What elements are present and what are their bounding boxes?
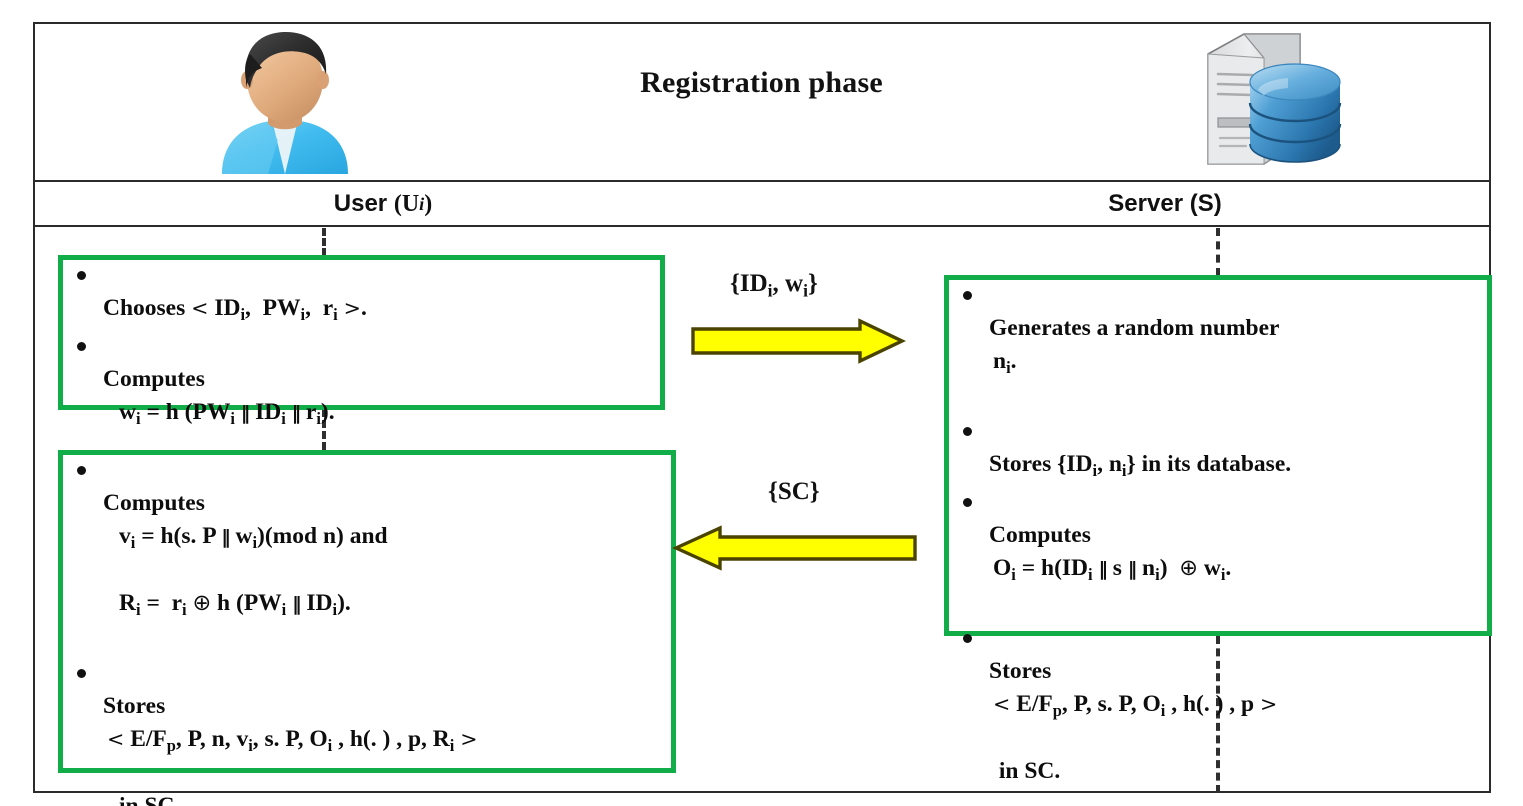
list-item: Computes wi = h (PWi ‖ IDi ‖ ri). xyxy=(63,331,660,463)
message-label-1: {IDi, wi} xyxy=(730,270,818,301)
server-lifeline-top xyxy=(1216,228,1220,276)
list-item: Computes Oi = h(IDi ‖ s ‖ ni) ⊕ wi. xyxy=(949,487,1487,619)
column-header-user-text: User xyxy=(333,190,388,217)
user-lifeline-middle xyxy=(322,409,326,450)
column-header-user-paren-close: ) xyxy=(424,190,433,217)
column-header-user-paren-open: ( xyxy=(393,190,402,217)
user-step-list-2: Computes vi = h(s. P ‖ wi)(mod n) and Ri… xyxy=(63,455,671,806)
server-step-list: Generates a random number ni. Stores {ID… xyxy=(949,280,1487,806)
server-database-icon xyxy=(1188,22,1368,177)
message-label-2: {SC} xyxy=(768,478,820,506)
user-lifeline-top xyxy=(322,228,326,256)
list-item: Stores {IDi, ni} in its database. xyxy=(949,416,1487,483)
list-item: Stores < E/Fp, P, s. P, Oi , h(. ) , p >… xyxy=(949,623,1487,806)
server-step-box: Generates a random number ni. Stores {ID… xyxy=(944,275,1492,784)
user-avatar-icon xyxy=(210,28,360,176)
column-header-server-text: Server (S) xyxy=(1108,190,1222,217)
user-step-list-1: Chooses < IDi, PWi, ri >. Computes wi = … xyxy=(63,260,660,463)
list-item: Computes vi = h(s. P ‖ wi)(mod n) and Ri… xyxy=(63,455,671,654)
server-lifeline-bottom xyxy=(1216,636,1220,793)
header-divider-top xyxy=(33,180,1491,182)
column-header-user-subscript: i xyxy=(419,193,425,214)
header-divider-bottom xyxy=(33,225,1491,227)
list-item: Stores < E/Fp, P, n, vi, s. P, Oi , h(. … xyxy=(63,658,671,806)
arrow-server-to-user xyxy=(671,523,918,578)
list-item: Generates a random number ni. xyxy=(949,280,1487,412)
arrow-user-to-server xyxy=(690,318,906,369)
column-header-user-symbol: U xyxy=(401,190,420,217)
column-header-server: Server (S) xyxy=(840,186,1490,222)
message-label-2-text: {SC} xyxy=(768,478,820,505)
list-item: Chooses < IDi, PWi, ri >. xyxy=(63,260,660,327)
page-title: Registration phase xyxy=(640,66,883,99)
user-step-box-2: Computes vi = h(s. P ‖ wi)(mod n) and Ri… xyxy=(58,450,676,806)
user-step-box-1: Chooses < IDi, PWi, ri >. Computes wi = … xyxy=(58,255,665,428)
